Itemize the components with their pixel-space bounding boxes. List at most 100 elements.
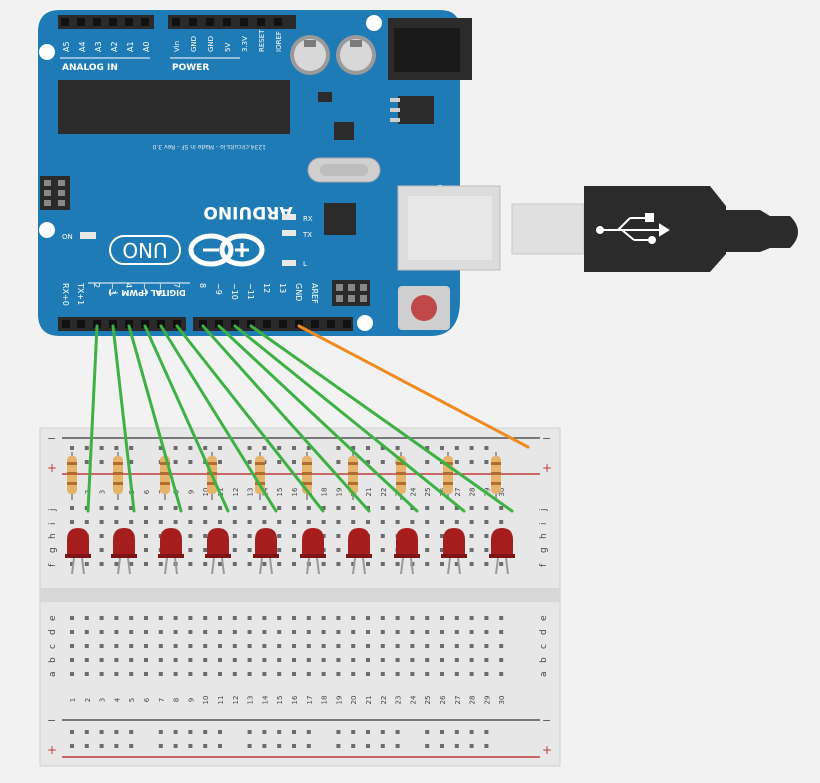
breadboard-hole[interactable]	[440, 520, 444, 524]
rail-hole[interactable]	[454, 460, 459, 464]
breadboard-hole[interactable]	[366, 644, 370, 648]
breadboard-hole[interactable]	[336, 506, 341, 510]
rail-hole[interactable]	[84, 446, 89, 450]
breadboard-hole[interactable]	[218, 658, 222, 662]
rail-hole[interactable]	[70, 446, 74, 450]
rail-hole[interactable]	[277, 460, 282, 464]
rail-hole[interactable]	[84, 460, 89, 464]
breadboard-hole[interactable]	[144, 534, 148, 538]
breadboard-hole[interactable]	[366, 562, 370, 566]
rail-hole[interactable]	[247, 460, 252, 464]
breadboard-hole[interactable]	[410, 630, 415, 634]
power-pin-hole[interactable]	[172, 18, 180, 26]
breadboard-hole[interactable]	[469, 520, 474, 524]
breadboard-hole[interactable]	[321, 644, 326, 648]
breadboard-hole[interactable]	[99, 562, 104, 566]
breadboard-hole[interactable]	[321, 658, 326, 662]
breadboard-hole[interactable]	[114, 506, 119, 510]
breadboard-hole[interactable]	[129, 616, 134, 620]
rail-hole[interactable]	[99, 446, 104, 450]
breadboard-hole[interactable]	[292, 506, 296, 510]
breadboard-hole[interactable]	[99, 548, 104, 552]
rail-hole[interactable]	[351, 744, 356, 748]
breadboard-hole[interactable]	[114, 562, 119, 566]
breadboard-hole[interactable]	[425, 630, 430, 634]
breadboard-hole[interactable]	[395, 658, 400, 662]
breadboard-hole[interactable]	[188, 534, 193, 538]
breadboard-hole[interactable]	[410, 658, 415, 662]
digital-pin-hole[interactable]	[231, 320, 239, 328]
digital-pin-hole[interactable]	[157, 320, 165, 328]
rail-hole[interactable]	[336, 446, 341, 450]
breadboard-hole[interactable]	[484, 630, 489, 634]
rail-hole[interactable]	[306, 730, 311, 734]
rail-hole[interactable]	[336, 730, 341, 734]
digital-pin-hole[interactable]	[327, 320, 335, 328]
breadboard-hole[interactable]	[247, 658, 252, 662]
breadboard-hole[interactable]	[84, 658, 89, 662]
breadboard-hole[interactable]	[218, 616, 222, 620]
breadboard-hole[interactable]	[188, 506, 193, 510]
breadboard-hole[interactable]	[114, 658, 119, 662]
breadboard-hole[interactable]	[336, 520, 341, 524]
breadboard-hole[interactable]	[440, 506, 444, 510]
rail-hole[interactable]	[158, 744, 163, 748]
breadboard-hole[interactable]	[380, 672, 385, 676]
digital-pin-hole[interactable]	[199, 320, 207, 328]
ground-wire[interactable]	[297, 324, 530, 449]
digital-pin-hole[interactable]	[93, 320, 101, 328]
breadboard-hole[interactable]	[218, 630, 222, 634]
breadboard-hole[interactable]	[277, 616, 282, 620]
breadboard-hole[interactable]	[336, 658, 341, 662]
breadboard-hole[interactable]	[158, 644, 163, 648]
breadboard-hole[interactable]	[321, 672, 326, 676]
breadboard-hole[interactable]	[129, 644, 134, 648]
breadboard-hole[interactable]	[218, 644, 222, 648]
breadboard-hole[interactable]	[484, 562, 489, 566]
rail-hole[interactable]	[380, 460, 385, 464]
breadboard-hole[interactable]	[484, 644, 489, 648]
led[interactable]	[300, 528, 326, 575]
breadboard-hole[interactable]	[158, 520, 163, 524]
breadboard-hole[interactable]	[321, 630, 326, 634]
breadboard-hole[interactable]	[351, 672, 356, 676]
rail-hole[interactable]	[188, 744, 193, 748]
breadboard-hole[interactable]	[395, 672, 400, 676]
breadboard-hole[interactable]	[232, 506, 237, 510]
breadboard-hole[interactable]	[380, 534, 385, 538]
breadboard-hole[interactable]	[469, 672, 474, 676]
rail-hole[interactable]	[70, 744, 74, 748]
breadboard-hole[interactable]	[70, 562, 74, 566]
breadboard-hole[interactable]	[84, 562, 89, 566]
breadboard-hole[interactable]	[173, 644, 178, 648]
breadboard-hole[interactable]	[306, 672, 311, 676]
breadboard-hole[interactable]	[292, 644, 296, 648]
breadboard-hole[interactable]	[144, 658, 148, 662]
breadboard-hole[interactable]	[203, 658, 208, 662]
resistor[interactable]	[67, 452, 77, 500]
breadboard-hole[interactable]	[158, 506, 163, 510]
breadboard-hole[interactable]	[499, 616, 504, 620]
breadboard-hole[interactable]	[292, 672, 296, 676]
signal-wire[interactable]	[143, 324, 230, 513]
breadboard-hole[interactable]	[144, 630, 148, 634]
breadboard-hole[interactable]	[469, 506, 474, 510]
breadboard-hole[interactable]	[351, 644, 356, 648]
breadboard-hole[interactable]	[144, 520, 148, 524]
breadboard-hole[interactable]	[203, 644, 208, 648]
breadboard-hole[interactable]	[99, 506, 104, 510]
breadboard-hole[interactable]	[262, 562, 267, 566]
rail-hole[interactable]	[114, 730, 119, 734]
breadboard-hole[interactable]	[84, 644, 89, 648]
rail-hole[interactable]	[203, 446, 208, 450]
breadboard-hole[interactable]	[277, 672, 282, 676]
rail-hole[interactable]	[454, 744, 459, 748]
breadboard-hole[interactable]	[351, 506, 356, 510]
breadboard-hole[interactable]	[144, 506, 148, 510]
signal-wire[interactable]	[249, 324, 514, 513]
led[interactable]	[394, 528, 420, 575]
breadboard-hole[interactable]	[454, 644, 459, 648]
breadboard-hole[interactable]	[84, 630, 89, 634]
breadboard-hole[interactable]	[425, 644, 430, 648]
digital-pin-hole[interactable]	[263, 320, 271, 328]
